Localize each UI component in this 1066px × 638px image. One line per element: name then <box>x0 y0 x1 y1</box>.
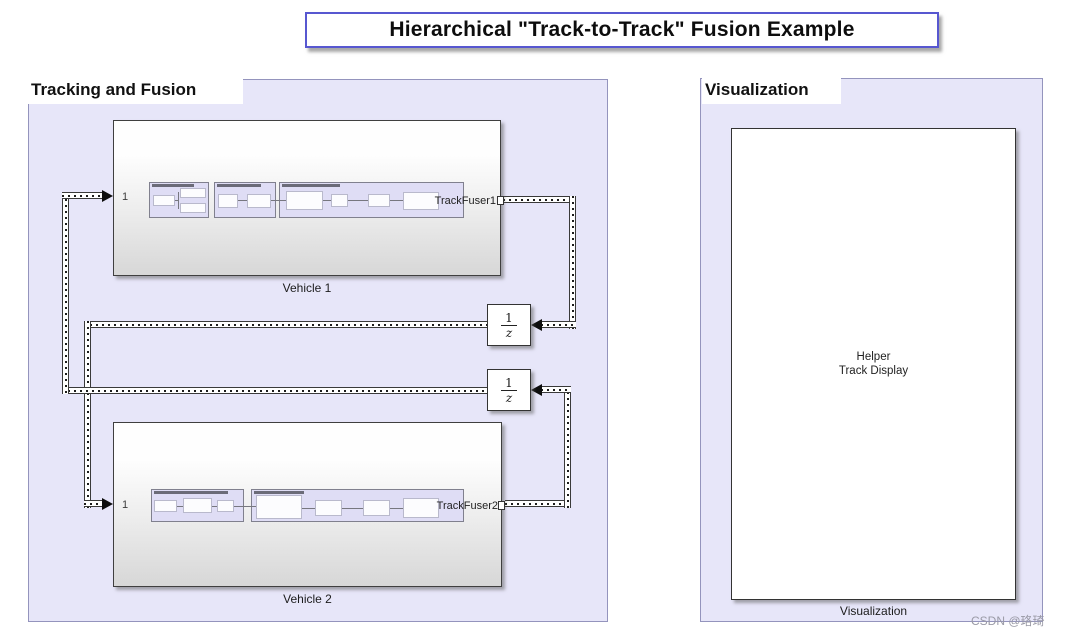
mini-block <box>180 203 206 213</box>
mini-wire <box>390 508 403 509</box>
helper-track-display-text: Helper Track Display <box>732 129 1015 599</box>
arrowhead-vehicle2-input <box>102 498 113 510</box>
bus-line-into-delay1[interactable] <box>541 321 576 328</box>
bus-line-vehicle2-out-v[interactable] <box>564 386 571 508</box>
bus-line-delay2-out-v[interactable] <box>62 193 69 394</box>
mini-wire <box>271 200 286 201</box>
panel-caption <box>154 491 228 494</box>
delay1-numerator: 1 <box>501 311 517 326</box>
vehicle1-output-port[interactable] <box>497 196 504 205</box>
panel-caption <box>282 184 340 187</box>
mini-block <box>153 195 175 206</box>
panel-caption <box>152 184 194 187</box>
vehicle1-input-port-label: 1 <box>122 191 129 203</box>
vehicle2-output-port[interactable] <box>498 501 505 510</box>
vehicle2-block-name: Vehicle 2 <box>283 592 332 606</box>
bus-line-vehicle1-out-h[interactable] <box>503 196 576 203</box>
bus-line-into-vehicle2[interactable] <box>84 500 103 507</box>
mini-block <box>218 194 238 208</box>
arrowhead-vehicle1-input <box>102 190 113 202</box>
panel-caption <box>217 184 261 187</box>
mini-block <box>217 500 234 512</box>
delay1-denominator: z <box>505 325 513 340</box>
arrowhead-delay1-input <box>531 319 542 331</box>
mini-block <box>247 194 271 208</box>
vehicle1-block-name: Vehicle 1 <box>282 281 332 295</box>
mini-block <box>331 194 348 207</box>
mini-block <box>403 192 439 210</box>
mini-block <box>256 495 302 519</box>
mini-wire <box>175 200 179 201</box>
helper-track-display-block[interactable]: Helper Track Display <box>731 128 1016 600</box>
helper-text-line1: Helper <box>856 351 891 363</box>
unit-delay2-fraction: 1 z <box>488 370 530 410</box>
panel-caption <box>254 491 304 494</box>
vehicle2-block[interactable]: 1 TrackFuser2 <box>113 422 505 587</box>
mini-wire <box>212 506 217 507</box>
mini-wire <box>177 506 183 507</box>
bus-line-into-delay2[interactable] <box>541 386 571 393</box>
delay2-denominator: z <box>505 390 513 405</box>
mini-block <box>183 498 212 513</box>
mini-block <box>315 500 342 516</box>
model-title-text: Hierarchical "Track-to-Track" Fusion Exa… <box>389 18 855 41</box>
vehicle1-block[interactable]: 1 TrackFuser1 <box>113 120 504 276</box>
vehicle1-output-signal-label: TrackFuser1 <box>434 195 496 207</box>
mini-wire <box>348 200 368 201</box>
bus-line-delay2-out-h[interactable] <box>62 387 487 394</box>
arrowhead-delay2-input <box>531 384 542 396</box>
delay2-numerator: 1 <box>501 376 517 391</box>
mini-block <box>363 500 390 516</box>
bus-line-delay1-out-h[interactable] <box>84 321 487 328</box>
model-title-box: Hierarchical "Track-to-Track" Fusion Exa… <box>305 12 939 48</box>
unit-delay1-block[interactable]: 1 z <box>487 304 531 346</box>
area-tracking-and-fusion-label: Tracking and Fusion <box>28 75 243 104</box>
helper-block-name: Visualization <box>839 604 908 618</box>
mini-wire <box>390 200 403 201</box>
vehicle2-input-port-label: 1 <box>122 499 129 511</box>
bus-line-vehicle2-out-h[interactable] <box>505 500 571 507</box>
unit-delay1-fraction: 1 z <box>488 305 530 345</box>
bus-line-into-vehicle1[interactable] <box>62 192 103 199</box>
mini-wire <box>302 508 315 509</box>
mini-block <box>180 188 206 198</box>
mini-wire <box>342 508 363 509</box>
mini-block <box>154 500 177 512</box>
mini-wire <box>234 506 256 507</box>
unit-delay2-block[interactable]: 1 z <box>487 369 531 411</box>
mini-wire <box>323 200 331 201</box>
bus-line-delay1-out-v[interactable] <box>84 321 91 508</box>
helper-text-line2: Track Display <box>838 365 909 377</box>
mini-wire <box>178 192 179 209</box>
mini-block <box>403 498 439 518</box>
area-visualization-label: Visualization <box>702 75 841 104</box>
mini-block <box>368 194 390 207</box>
vehicle2-output-signal-label: TrackFuser2 <box>436 500 498 512</box>
bus-line-vehicle1-out-v[interactable] <box>569 196 576 329</box>
mini-block <box>286 191 323 210</box>
mini-wire <box>238 200 247 201</box>
watermark: CSDN @珞琦 <box>971 614 1045 628</box>
